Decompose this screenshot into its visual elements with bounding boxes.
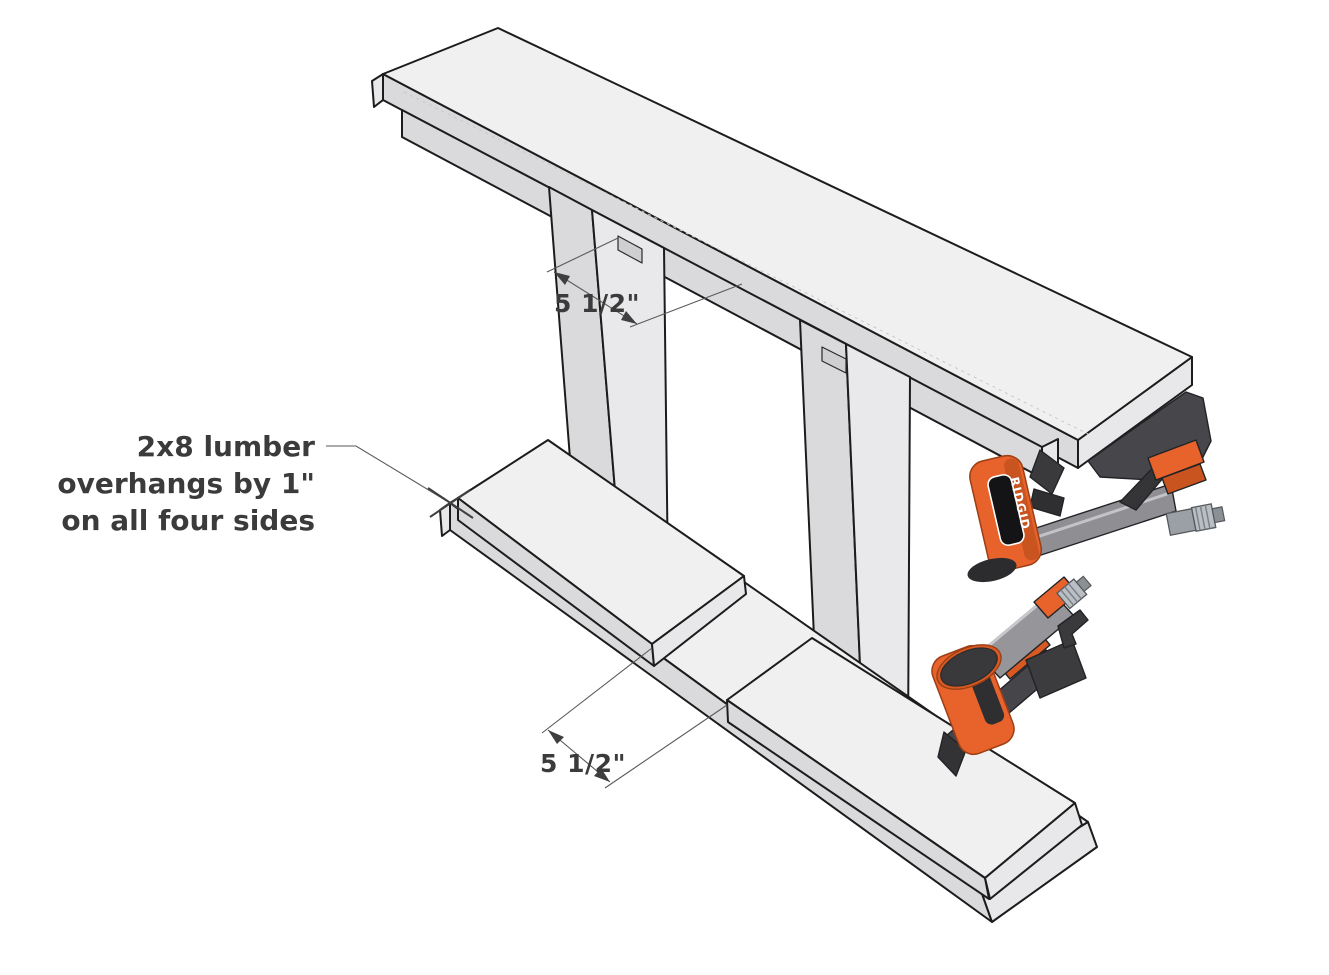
nailer-bottom bbox=[931, 575, 1092, 777]
nailer-top-air-fitting bbox=[1165, 503, 1226, 536]
nailer-top-grip-cap bbox=[967, 557, 1017, 583]
nailer-bottom-air-fitting bbox=[1056, 575, 1092, 610]
dimension-bottom-arrow-left bbox=[548, 730, 564, 744]
left-post-notch bbox=[617, 235, 643, 264]
leader-x-mark bbox=[427, 487, 474, 519]
overhang-note-line3: on all four sides bbox=[61, 504, 315, 537]
nailer-top-orange-cap bbox=[1147, 439, 1205, 481]
nailer-bottom-cap bbox=[936, 644, 1002, 690]
top-board-grain-line bbox=[403, 91, 1089, 435]
top-board-left-end bbox=[371, 73, 384, 108]
nailer-top-badge bbox=[987, 473, 1025, 547]
dimension-bottom-arrow-right bbox=[594, 768, 610, 782]
right-pad bbox=[726, 637, 1083, 900]
nailer-top-orange-latch bbox=[1161, 463, 1207, 495]
overhang-note-line1: 2x8 lumber bbox=[137, 430, 316, 463]
nailer-bottom-bracket bbox=[1025, 639, 1087, 699]
overhang-note-line2: overhangs by 1" bbox=[57, 467, 315, 500]
top-board bbox=[371, 27, 1193, 469]
top-board-top-face bbox=[382, 27, 1193, 441]
nailer-top-trigger bbox=[1029, 488, 1065, 517]
nailer-top-magazine-highlight bbox=[1033, 491, 1171, 540]
overhang-note: 2x8 lumber overhangs by 1" on all four s… bbox=[57, 430, 474, 537]
dimension-bottom-label: 5 1/2" bbox=[540, 749, 626, 778]
right-post-notch bbox=[821, 346, 847, 374]
dimension-top-arrow-right bbox=[621, 311, 637, 324]
nailer-bottom-hook bbox=[1057, 609, 1089, 649]
dimension-bottom: 5 1/2" bbox=[540, 647, 728, 789]
left-pad-end-face bbox=[651, 575, 747, 667]
left-pad bbox=[457, 439, 747, 667]
right-pad-end-face bbox=[984, 802, 1083, 900]
dimension-top-label: 5 1/2" bbox=[554, 289, 640, 318]
overhang-note-leader bbox=[326, 445, 451, 504]
dimension-top-arrow-left bbox=[554, 272, 570, 285]
nailer-top: RIDGID bbox=[967, 391, 1226, 583]
dimension-top: 5 1/2" bbox=[546, 237, 743, 328]
